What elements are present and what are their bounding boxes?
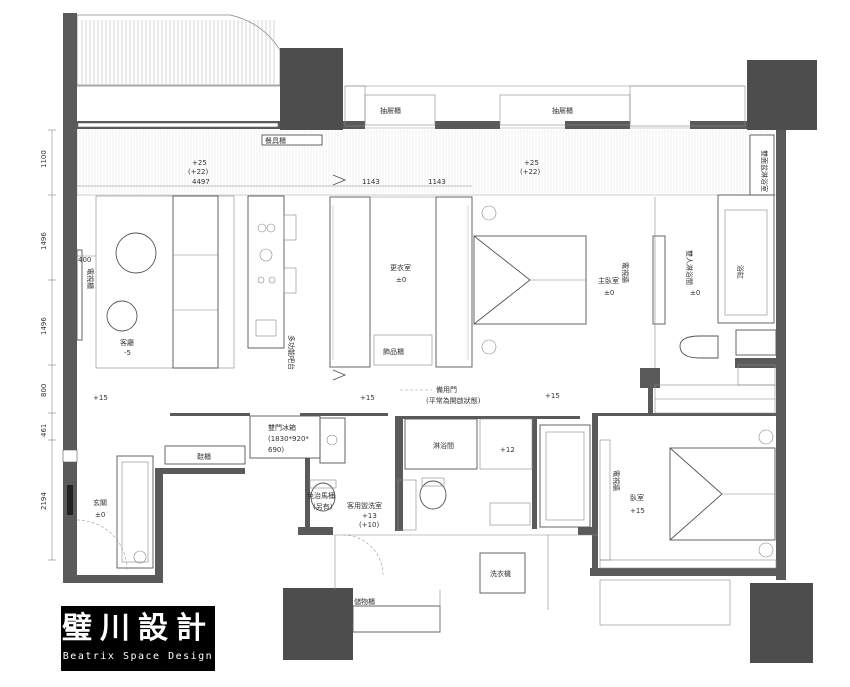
balcony-right-level-2: (+22): [520, 168, 541, 176]
bedroom: [599, 429, 777, 569]
corridor-cabinets: [654, 364, 776, 414]
tv-wall-label: 電視櫃: [86, 268, 95, 289]
entrance-level: ±0: [95, 511, 105, 519]
dim-v4: 800: [40, 384, 48, 397]
dim-h4: 400: [78, 256, 91, 264]
display-cabinet-2-label: 抽屜櫃: [552, 106, 573, 115]
balcony-right-level-1: +25: [524, 159, 539, 167]
exterior-walls: [63, 13, 786, 583]
storage-cabinet: [352, 605, 441, 633]
shower-level: +12: [500, 446, 515, 454]
dim-h3: 1143: [428, 178, 446, 186]
dim-v2: 1496: [40, 232, 48, 250]
washer-label: 洗衣機: [490, 569, 511, 578]
double-sink-counter: [749, 134, 775, 196]
corridor-level-right: +15: [545, 392, 560, 400]
column-bottom-left: [283, 588, 353, 660]
interior-walls: [170, 358, 777, 573]
master-bath-level: ±0: [690, 289, 700, 297]
column-bottom-right: [750, 583, 813, 663]
master-bedroom-level: ±0: [604, 289, 614, 297]
double-sink-label: 雙面盆淋浴室: [760, 150, 769, 192]
entrance: [62, 449, 154, 571]
dimension-lines: [48, 129, 472, 561]
dining-cabinet-label: 餐具櫃: [265, 136, 286, 145]
dim-v3: 1496: [40, 317, 48, 335]
brand-subtitle: Beatrix Space Design: [62, 651, 214, 662]
guest-bath: [309, 479, 337, 512]
entry-arrow-top: [332, 174, 347, 186]
guest-toilet-label-2: (另有): [313, 502, 333, 511]
dim-v6: 2194: [40, 492, 48, 510]
master-bath-label: 雙人淋浴間: [685, 250, 694, 285]
corridor-level-mid: +15: [360, 394, 375, 402]
column-top-right: [747, 60, 817, 130]
walk-in-closet: [329, 196, 473, 368]
living-room-level: -5: [124, 349, 131, 357]
fridge-size-2: 690): [268, 446, 284, 454]
shoe-cabinet: [164, 445, 246, 465]
fridge-area: [249, 415, 346, 464]
brand-logo: 璧川設計 Beatrix Space Design: [61, 606, 215, 671]
display-cabinet-1-label: 抽屜櫃: [380, 106, 401, 115]
dining-cabinet: [261, 134, 323, 146]
kitchen-island-label: 多功能吧台: [287, 335, 296, 370]
master-tv-wall-label: 電視牆: [621, 262, 630, 283]
spare-door-label: 備用門: [436, 385, 457, 394]
fridge-size-1: (1830*920*: [268, 435, 309, 443]
dim-h2: 1143: [362, 178, 380, 186]
walk-in-closet-label: 更衣室: [390, 263, 411, 272]
balcony-left-level-2: (+22): [188, 168, 209, 176]
bathtub-label: 浴缸: [736, 265, 745, 279]
storage-label: 儲物櫃: [354, 597, 375, 606]
guest-bath-level-2: (+10): [359, 521, 380, 529]
guest-bath-label: 客用盥洗室: [347, 501, 382, 510]
entrance-label: 玄關: [93, 498, 107, 507]
kitchen-island: [247, 195, 297, 349]
brand-name: 璧川設計: [62, 611, 214, 646]
guest-toilet-label-1: 免治馬桶: [307, 491, 335, 500]
column-top-center: [280, 48, 343, 130]
living-room: [76, 195, 235, 369]
lower-corridor: [334, 534, 731, 632]
fridge-label: 雙門冰箱: [268, 423, 296, 432]
spare-door-note: (平常為開啟狀態): [426, 396, 481, 405]
balcony-top-left: [76, 14, 281, 87]
shoe-cabinet-label: 鞋櫃: [197, 452, 211, 461]
dim-h1: 4497: [192, 178, 210, 186]
walk-in-closet-level: ±0: [396, 276, 406, 284]
guest-bath-level-1: +13: [362, 512, 377, 520]
master-bedroom: [473, 197, 666, 370]
accessory-cabinet-label: 飾品櫃: [383, 347, 404, 356]
washer: [479, 552, 526, 594]
balcony-left-level-1: +25: [192, 159, 207, 167]
bedroom-wardrobe-label: 電視牆: [612, 470, 621, 491]
master-bedroom-label: 主臥室: [598, 276, 619, 285]
bedroom-label: 臥室: [630, 493, 644, 502]
living-room-label: 客廳: [120, 338, 134, 347]
corridor-level-left: +15: [93, 394, 108, 402]
shower-room-label: 淋浴間: [433, 441, 454, 450]
master-bath: [679, 194, 777, 359]
top-windows: [77, 85, 746, 128]
shower-area: [397, 418, 591, 531]
entry-arrow-bottom: [332, 369, 347, 381]
dim-v5: 461: [40, 424, 48, 437]
balcony-strip: [76, 127, 778, 196]
dim-v1: 1100: [40, 150, 48, 168]
bedroom-level: +15: [630, 507, 645, 515]
